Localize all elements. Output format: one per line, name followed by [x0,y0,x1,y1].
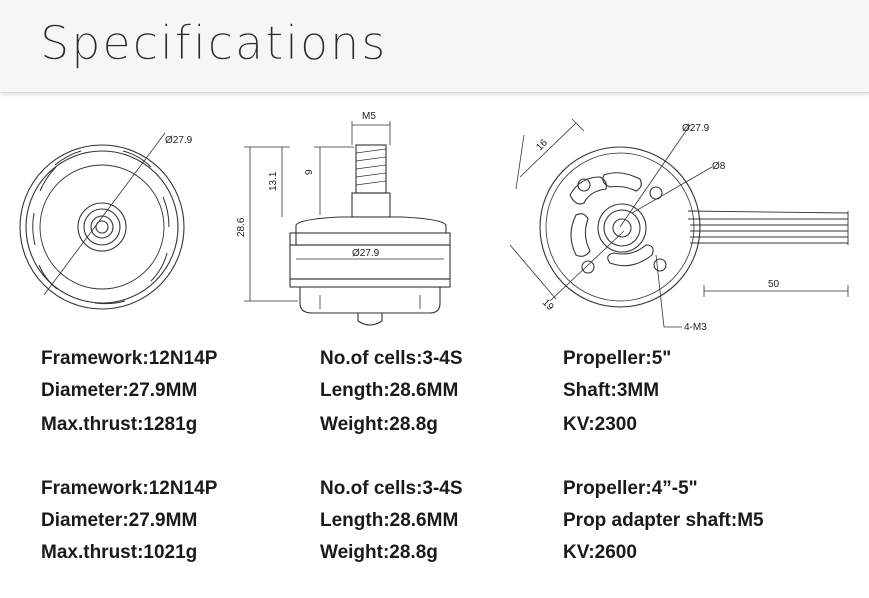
spec-propeller-2: Propeller:4”-5" [563,478,698,499]
spec-propeller-1: Propeller:5" [563,348,672,369]
screw-label: 4-M3 [684,322,707,333]
spec-kv-2: KV:2600 [563,542,637,563]
spec-shaft-1: Shaft:3MM [563,380,660,401]
dim-9-label: 9 [304,169,315,175]
spec-cells-2: No.of cells:3-4S [320,478,463,499]
spec-max-thrust-2: Max.thrust:1021g [41,542,198,563]
motor-diagram: Ø27.9 [19,111,849,333]
spec-length-1: Length:28.6MM [320,380,459,401]
spec-prop-adapter-2: Prop adapter shaft:M5 [563,510,764,531]
dim-19-label: 19 [540,297,556,313]
side-view [244,121,451,326]
spec-max-thrust-1: Max.thrust:1281g [41,414,198,435]
side-diameter-label: Ø27.9 [352,248,380,259]
spec-diameter-1: Diameter:27.9MM [41,380,198,401]
spec-length-2: Length:28.6MM [320,510,459,531]
spec-weight-2: Weight:28.8g [320,542,438,563]
technical-drawing: Ø27.9 [0,95,869,340]
spec-framework-2: Framework:12N14P [41,478,218,499]
spec-cells-1: No.of cells:3-4S [320,348,463,369]
wire-length-label: 50 [768,279,780,290]
bottom-diameter-label: Ø27.9 [682,123,710,134]
shaft-label: M5 [362,111,376,122]
center-diameter-label: Ø8 [712,161,726,172]
spec-diameter-2: Diameter:27.9MM [41,510,198,531]
dim-13-label: 13.1 [268,171,279,191]
bottom-view [509,118,849,328]
dim-28-label: 28.6 [236,217,247,237]
spec-framework-1: Framework:12N14P [41,348,218,369]
front-view [19,132,185,310]
spec-kv-1: KV:2300 [563,414,637,435]
front-diameter-label: Ø27.9 [165,135,193,146]
spec-weight-1: Weight:28.8g [320,414,438,435]
page-title: Specifications [40,16,388,70]
header-bar: Specifications [0,0,869,93]
dim-16-label: 16 [534,137,550,153]
